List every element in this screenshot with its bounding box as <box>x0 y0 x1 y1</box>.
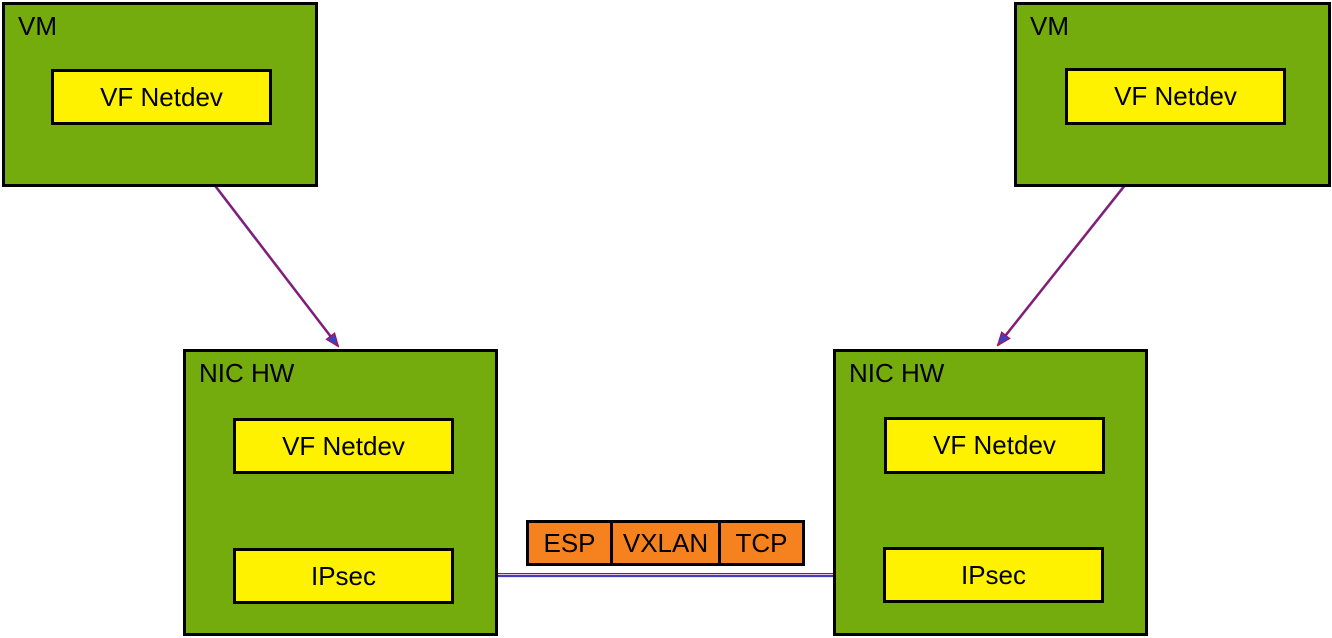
nic-right-box: NIC HW VF Netdev IPsec <box>833 349 1148 636</box>
vm-left-label: VM <box>18 11 57 41</box>
nic-left-box: NIC HW VF Netdev IPsec <box>183 349 498 636</box>
nic-left-ipsec-box: IPsec <box>233 548 454 604</box>
nic-right-label: NIC HW <box>849 358 945 388</box>
packet-segment-tcp: TCP <box>718 520 805 566</box>
vm-left-box: VM VF Netdev <box>2 2 318 187</box>
packet-segment-esp: ESP <box>526 520 613 566</box>
arrow-ipsec-to-ipsec <box>456 574 880 576</box>
nic-left-vf-netdev-box: VF Netdev <box>233 418 454 474</box>
vm-right-label: VM <box>1030 11 1069 41</box>
vm-left-vf-netdev-box: VF Netdev <box>51 69 272 125</box>
vm-right-vf-netdev-box: VF Netdev <box>1065 68 1286 125</box>
packet-stack: ESP VXLAN TCP <box>526 520 805 566</box>
vm-right-box: VM VF Netdev <box>1014 2 1331 187</box>
packet-segment-vxlan: VXLAN <box>610 520 721 566</box>
nic-right-ipsec-box: IPsec <box>883 547 1104 603</box>
nic-right-vf-netdev-box: VF Netdev <box>884 417 1105 474</box>
nic-left-label: NIC HW <box>199 358 295 388</box>
